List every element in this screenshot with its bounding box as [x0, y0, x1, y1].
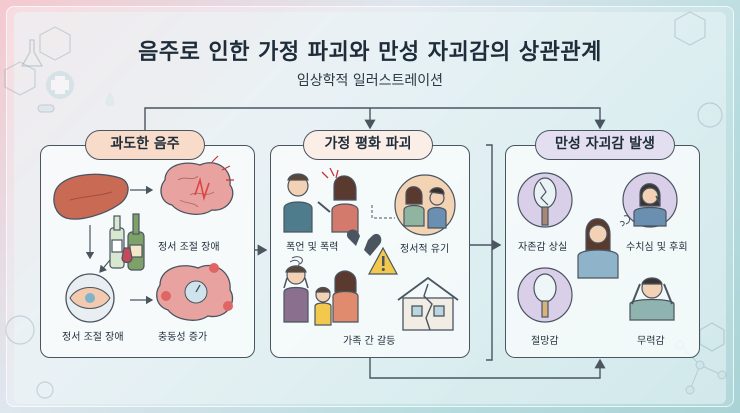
- section-title-excessive-drinking: 과도한 음주: [85, 130, 205, 160]
- neuron-icon: [65, 273, 115, 323]
- arguing-couple-icon: [283, 167, 359, 233]
- label-emotional-dysregulation-1: 정서 조절 장애: [158, 242, 220, 253]
- liver-icon: [53, 173, 129, 220]
- page-title: 음주로 인한 가정 파괴와 만성 자괴감의 상관관계: [138, 40, 602, 65]
- label-verbal-physical-abuse: 폭언 및 폭력: [286, 242, 339, 253]
- cell-icon: [5, 315, 35, 345]
- pill-icon: [37, 104, 55, 113]
- section-title-chronic-self-blame: 만성 자괴감 발생: [535, 130, 675, 160]
- hexagon-icon: [4, 61, 36, 96]
- top-connector-arrow: [144, 107, 606, 130]
- hand-mirror-icon: [517, 267, 573, 323]
- warning-icon: [367, 246, 399, 275]
- page-subtitle: 임상학적 일러스트레이션: [296, 73, 444, 89]
- emotional-neglect-icon: [394, 174, 456, 236]
- family-conflict-icon: [283, 256, 359, 326]
- label-despair: 절망감: [531, 336, 559, 347]
- arrow-icon: [99, 259, 111, 273]
- label-helplessness: 무력감: [637, 336, 665, 347]
- hexagon-icon: [674, 11, 706, 46]
- bottom-connector-arrow: [369, 358, 606, 379]
- dizzy-icon: [289, 256, 303, 267]
- liquor-bottles-icon: [109, 213, 145, 271]
- hexagon-icon: [39, 26, 71, 61]
- crying-woman-icon: [622, 172, 678, 228]
- cell-icon: [36, 381, 54, 399]
- label-family-conflict: 가족 간 갈등: [343, 336, 396, 347]
- brain-impulsive-icon: [156, 263, 234, 321]
- helpless-man-icon: [629, 277, 675, 321]
- bracket-arrow: [486, 144, 493, 361]
- cracked-mirror-icon: [517, 172, 573, 228]
- label-impulsivity-increase: 충동성 증가: [158, 332, 208, 343]
- sigh-icon: [619, 215, 631, 227]
- medical-cross-icon: [46, 71, 74, 99]
- brain-icon: [160, 155, 234, 215]
- broken-heart-icon: [346, 229, 382, 256]
- sad-woman-icon: [577, 215, 631, 279]
- label-emotional-dysregulation-2: 정서 조절 장애: [62, 332, 124, 343]
- label-shame-and-regret: 수치심 및 후회: [626, 242, 688, 253]
- hexagon-icon: [699, 322, 725, 352]
- label-emotional-neglect: 정서적 유기: [400, 244, 450, 255]
- cell-icon: [697, 102, 723, 128]
- anger-symbol-icon: [321, 167, 339, 179]
- cracked-house-icon: [397, 276, 459, 331]
- section-title-family-peace-destruction: 가정 평화 파괴: [303, 130, 433, 160]
- label-loss-of-self-esteem: 자존감 상실: [518, 242, 568, 253]
- flask-icon: [20, 39, 44, 67]
- droplet-icon: [105, 92, 115, 106]
